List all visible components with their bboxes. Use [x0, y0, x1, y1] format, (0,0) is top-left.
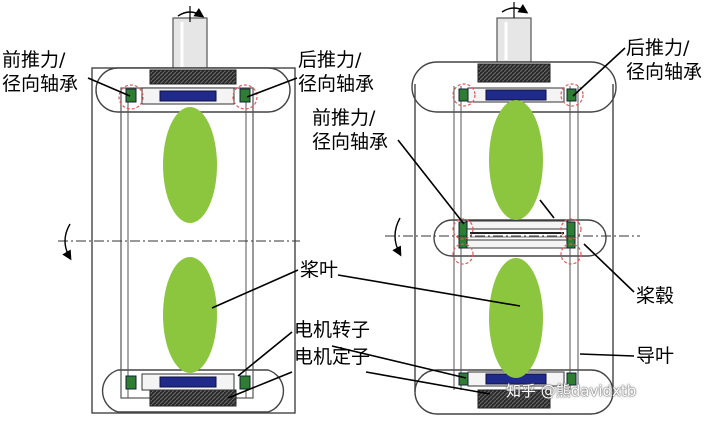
impeller-blade-label: 桨叶	[300, 259, 339, 281]
right-stator-bottom	[477, 389, 551, 409]
right-rear-bearing-label: 后推力/ 径向轴承	[626, 37, 703, 83]
leader-lines	[87, 47, 635, 399]
right-blade-lower	[489, 258, 543, 378]
left-stator-top	[149, 69, 237, 85]
hub-label: 桨毂	[636, 285, 675, 307]
left-thruster	[58, 6, 300, 414]
left-blade-upper	[163, 107, 217, 223]
mid-front-bearing-label: 前推力/ 径向轴承	[312, 107, 389, 153]
left-front-bearing-label: 前推力/ 径向轴承	[2, 49, 79, 95]
left-shaft	[172, 17, 208, 75]
right-blade-upper	[489, 100, 543, 220]
left-stator-bottom	[149, 389, 237, 407]
guide-vane-label: 导叶	[636, 345, 675, 367]
left-front-bearing-top	[125, 88, 137, 103]
motor-rotor-label: 电机转子	[294, 319, 371, 341]
watermark: 知乎 @熊davidxtb	[506, 382, 637, 400]
right-rotation-icon	[392, 217, 402, 257]
left-rotation-icon	[62, 223, 72, 261]
left-rear-bearing-label: 后推力/ 径向轴承	[298, 49, 375, 95]
left-rear-bearing-top	[239, 88, 251, 103]
motor-stator-label: 电机定子	[294, 346, 371, 368]
right-shaft	[496, 17, 532, 63]
right-stator-top	[477, 63, 551, 83]
right-thruster	[385, 2, 640, 415]
right-rotor-top	[485, 89, 547, 101]
left-blade-lower	[163, 257, 217, 373]
